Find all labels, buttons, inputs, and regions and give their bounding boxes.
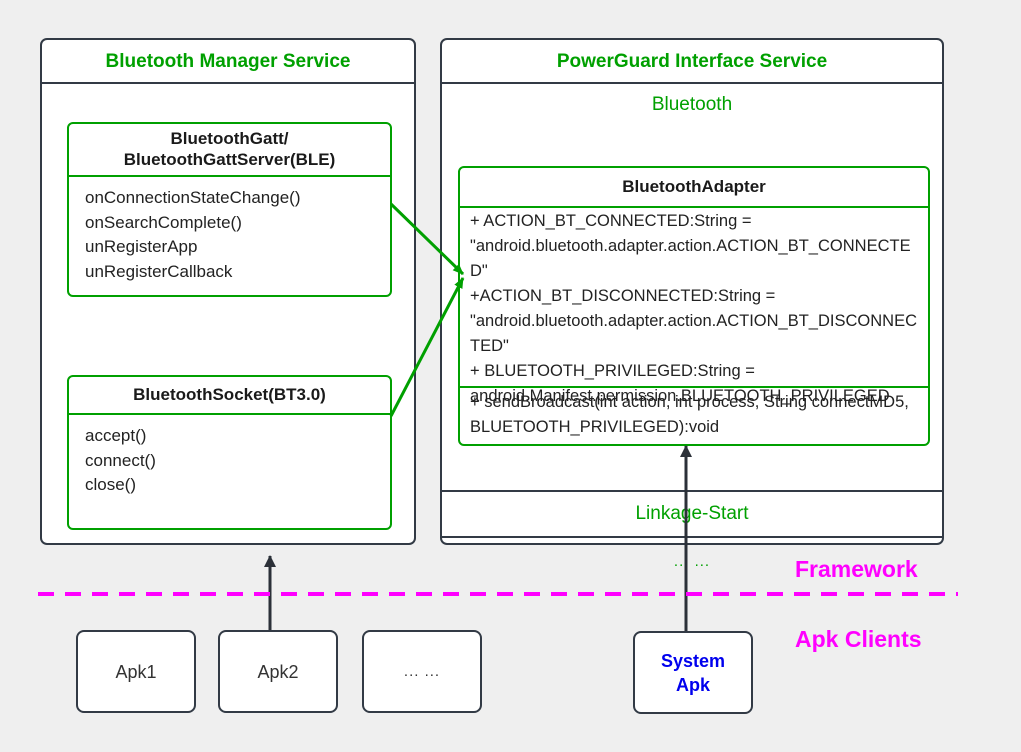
uml-class-bluetoothgatt-title-line2: BluetoothGattServer(BLE) [123,150,336,169]
panel-row-linkage-start-label: Linkage-Start [635,503,749,524]
apk-box-system-apk[interactable]: System Apk [633,631,753,714]
powerguard-interface-service-panel: PowerGuard Interface Service Bluetooth B… [440,38,944,570]
left-panel-body: BluetoothGatt/ BluetoothGattServer(BLE) … [42,84,414,544]
uml-member: onConnectionStateChange() [85,188,301,207]
apk-box-ellipsis[interactable]: ... ... [362,630,482,713]
uml-method: + sendBroadcast(int action, int process,… [470,393,909,436]
uml-member: accept() [85,426,147,445]
apk-box-apk2[interactable]: Apk2 [218,630,338,713]
panel-row-ellipsis: ... ... [442,536,942,584]
uml-class-bluetoothadapter-methods: + sendBroadcast(int action, int process,… [460,386,928,444]
bluetooth-manager-service-panel: Bluetooth Manager Service BluetoothGatt/… [40,38,416,545]
zone-label-framework: Framework [795,556,918,582]
uml-class-bluetoothgatt-members: onConnectionStateChange() onSearchComple… [69,177,390,290]
apk-box-apk1-label: Apk1 [115,661,157,682]
apk-box-system-apk-label-line2: Apk [675,674,710,695]
apk-box-system-apk-label: System Apk [661,649,725,697]
uml-member: close() [85,475,137,494]
uml-class-bluetoothsocket-title: BluetoothSocket(BT3.0) [69,377,390,415]
panel-row-linkage-start: Linkage-Start [442,490,942,536]
right-panel-body: Bluetooth BluetoothAdapter + ACTION_BT_C… [442,84,942,570]
uml-class-bluetoothsocket[interactable]: BluetoothSocket(BT3.0) accept() connect(… [67,375,392,530]
uml-attribute: +ACTION_BT_DISCONNECTED:String = "androi… [470,287,917,355]
uml-class-bluetoothgatt-title: BluetoothGatt/ BluetoothGattServer(BLE) [69,124,390,177]
left-panel-title: Bluetooth Manager Service [42,40,414,84]
right-panel-title: PowerGuard Interface Service [442,40,942,84]
uml-class-bluetoothgatt-title-line1: BluetoothGatt/ [170,129,289,148]
uml-member: unRegisterApp [85,237,198,256]
uml-attribute: + ACTION_BT_CONNECTED:String = "android.… [470,212,911,280]
right-panel-sub-label: Bluetooth [651,94,733,115]
panel-row-ellipsis-label: ... ... [673,552,711,570]
uml-attribute: + BLUETOOTH_PRIVILEGED:String = android.… [470,362,890,405]
uml-member: unRegisterCallback [85,261,233,281]
zone-label-apk-clients: Apk Clients [795,626,922,652]
uml-class-bluetoothadapter-title: BluetoothAdapter [460,168,928,208]
apk-box-ellipsis-label: ... ... [403,662,441,680]
uml-class-bluetoothadapter[interactable]: BluetoothAdapter + ACTION_BT_CONNECTED:S… [458,166,930,446]
uml-class-bluetoothadapter-attributes: + ACTION_BT_CONNECTED:String = "android.… [460,208,928,411]
apk-box-apk2-label: Apk2 [257,661,299,682]
apk-box-apk1[interactable]: Apk1 [76,630,196,713]
uml-class-bluetoothsocket-members: accept() connect() close() [69,415,390,504]
uml-member: connect() [85,450,156,470]
uml-class-bluetoothgatt[interactable]: BluetoothGatt/ BluetoothGattServer(BLE) … [67,122,392,297]
uml-member: onSearchComplete() [85,212,242,232]
apk-box-system-apk-label-line1: System [660,650,726,671]
